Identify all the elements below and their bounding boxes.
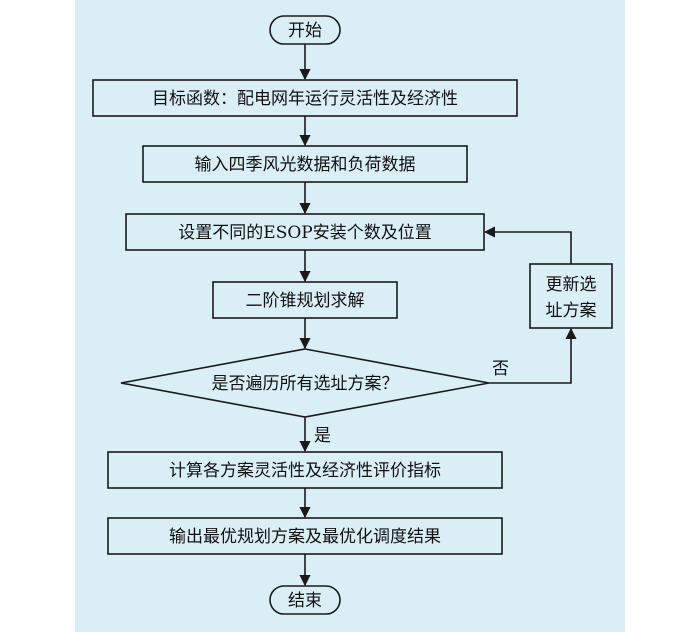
no-label: 否 [492,359,509,379]
update-label-line1: 更新选 [546,275,597,295]
decision-label: 是否遍历所有选址方案？ [212,374,399,394]
yes-label: 是 [314,426,331,446]
arrow-decision-no [489,327,577,384]
output-label: 输出最优规划方案及最优化调度结果 [169,527,441,547]
arrow-update-to-set-esop [483,226,572,264]
objective-label: 目标函数：配电网年运行灵活性及经济性 [152,89,458,109]
evaluate-label: 计算各方案灵活性及经济性评价指标 [169,461,441,481]
diagram-background [75,0,625,632]
end-label: 结束 [288,591,322,611]
update-label-line2: 址方案 [546,301,597,321]
set-esop-label: 设置不同的ESOP安装个数及位置 [178,223,431,243]
start-label: 开始 [288,21,322,41]
input-data-label: 输入四季风光数据和负荷数据 [195,155,416,175]
solve-label: 二阶锥规划求解 [246,291,365,311]
